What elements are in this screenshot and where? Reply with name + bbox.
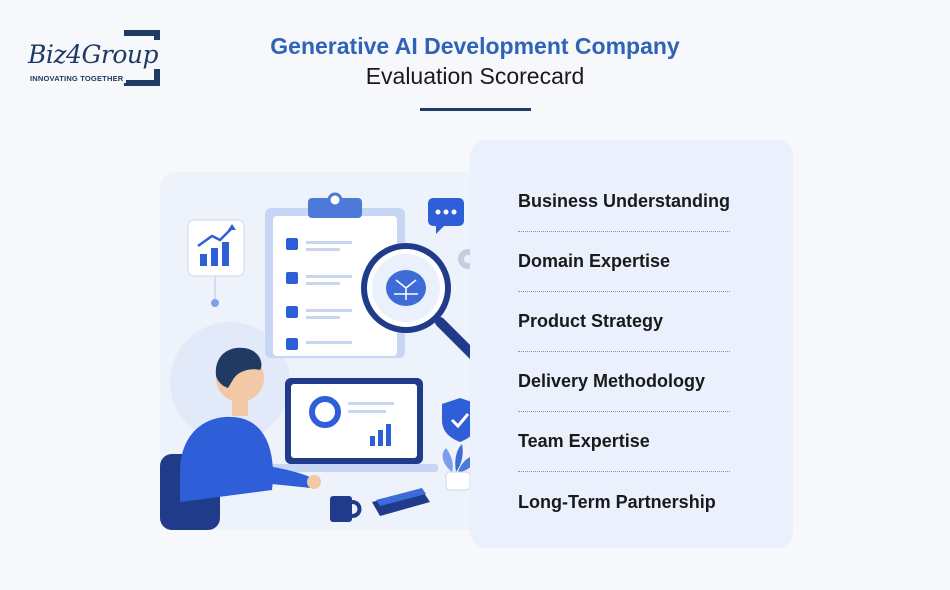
person-at-laptop	[160, 347, 321, 530]
criteria-item-long-term-partnership: Long-Term Partnership	[518, 491, 716, 512]
criteria-item-team-expertise: Team Expertise	[518, 412, 730, 472]
laptop-icon	[270, 378, 438, 472]
criteria-item-domain-expertise: Domain Expertise	[518, 232, 730, 292]
criteria-panel	[470, 140, 793, 548]
logo-text: Biz4Group	[28, 40, 162, 69]
criteria-item-product-strategy: Product Strategy	[518, 292, 730, 352]
criteria-item-delivery-methodology: Delivery Methodology	[518, 352, 730, 412]
page-subtitle: Evaluation Scorecard	[365, 63, 585, 89]
criteria-item-business-understanding: Business Understanding	[518, 172, 730, 232]
page-title: Generative AI Development Company	[270, 33, 680, 59]
clipboard-checklist-icon	[265, 192, 405, 358]
notebook-icon	[372, 488, 430, 516]
evaluation-illustration	[160, 192, 483, 530]
growth-chart-icon	[187, 219, 245, 277]
chat-bubble-icon	[428, 198, 464, 234]
shield-check-icon	[442, 398, 478, 442]
logo-tagline: INNOVATING TOGETHER	[30, 74, 127, 83]
magnifier-brain-icon	[361, 243, 483, 365]
criteria-list: Business Understanding Domain Expertise …	[518, 172, 730, 532]
title-underline	[420, 108, 531, 111]
company-logo: Biz4Group INNOVATING TOGETHER	[28, 30, 163, 90]
coffee-mug-icon	[330, 496, 362, 522]
